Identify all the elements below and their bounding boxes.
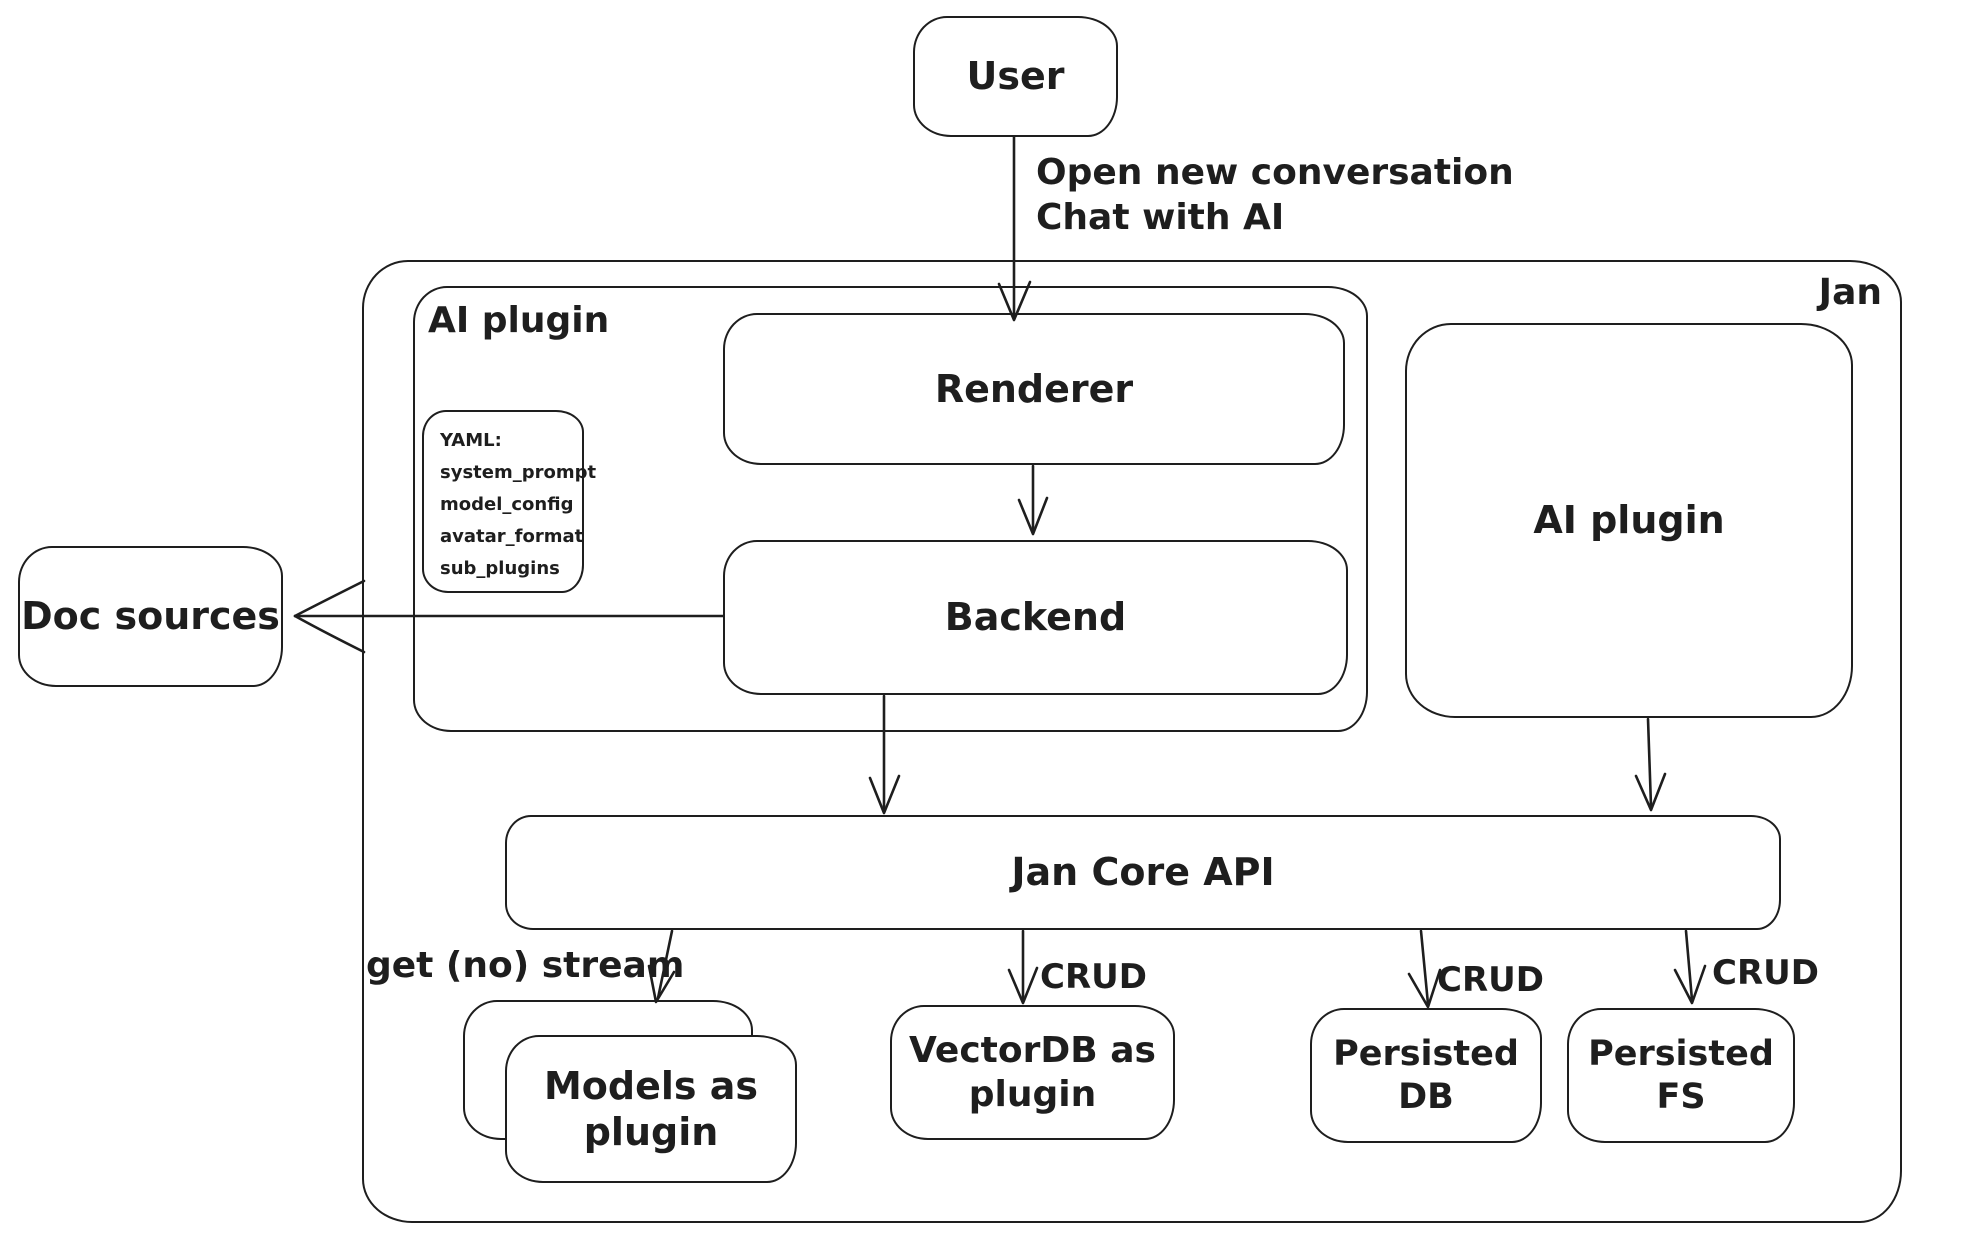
persisted-fs-node: Persisted FS bbox=[1567, 1008, 1795, 1143]
jan-core-api-node: Jan Core API bbox=[505, 815, 1781, 930]
ai-plugin-node: AI plugin bbox=[1405, 323, 1853, 718]
jan-container-label: Jan bbox=[1818, 272, 1882, 313]
edge-label-open-conversation-line1: Open new conversation bbox=[1036, 152, 1514, 193]
ai-plugin-group-label: AI plugin bbox=[428, 300, 610, 341]
edge-label-crud-persisted-fs: CRUD bbox=[1712, 953, 1819, 993]
vectordb-node: VectorDB as plugin bbox=[890, 1005, 1175, 1140]
edge-label-open-conversation: Open new conversation Chat with AI bbox=[1036, 150, 1514, 240]
edge-label-open-conversation-line2: Chat with AI bbox=[1036, 197, 1285, 238]
renderer-node: Renderer bbox=[723, 313, 1345, 465]
edge-label-crud-persisted-db: CRUD bbox=[1437, 960, 1544, 1000]
backend-node: Backend bbox=[723, 540, 1348, 695]
yaml-note-line: model_config bbox=[440, 494, 574, 515]
yaml-note: YAML: system_prompt model_config avatar_… bbox=[422, 410, 597, 593]
yaml-note-line: system_prompt bbox=[440, 462, 597, 483]
arrowhead-backend-to-doc-sources bbox=[293, 579, 366, 618]
user-node: User bbox=[913, 16, 1118, 137]
ai-plugin-group-box bbox=[413, 286, 1368, 732]
yaml-note-title: YAML: bbox=[440, 430, 502, 451]
yaml-note-line: sub_plugins bbox=[440, 558, 560, 579]
jan-container-box bbox=[362, 260, 1902, 1223]
persisted-db-node: Persisted DB bbox=[1310, 1008, 1542, 1143]
models-as-plugin-node: Models as plugin bbox=[505, 1035, 797, 1183]
edge-label-crud-vectordb: CRUD bbox=[1040, 957, 1147, 997]
edge-label-get-no-stream: get (no) stream bbox=[366, 945, 685, 986]
yaml-note-line: avatar_format bbox=[440, 526, 584, 547]
doc-sources-node: Doc sources bbox=[18, 546, 283, 687]
arrowhead-backend-to-doc-sources bbox=[293, 614, 366, 654]
